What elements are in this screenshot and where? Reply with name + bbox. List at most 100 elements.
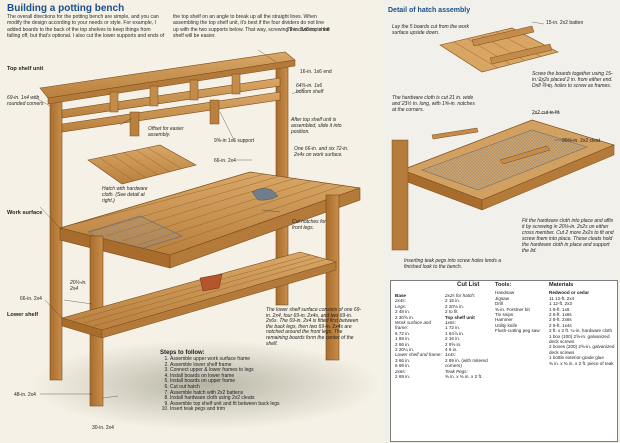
detail-cleat: 20⅛-in. 2x2 cleat [562,138,601,144]
cut-list-row: 2x4s: [395,298,406,304]
detail-cut-fit: 2x2 cut to fit. [532,110,561,116]
cut-list-row: 1x6s: [445,320,456,326]
cut-list-row: 2 20¼ in. [395,347,414,353]
tools-item: Handsaw [495,290,515,296]
materials-item: 11 12-ft. 2x4 [549,295,575,301]
detail-screw: Screw the boards together using 15-in. 2… [532,71,613,89]
materials-item: 1 box (100) 2⅝-in. galvanized deck screw… [549,333,610,345]
materials-item: 2 boxes (200) 2⅝-in. galvanized deck scr… [549,344,615,355]
cut-list-row: 1 69 in. [395,336,411,342]
step-item: Assemble upper work surface frame [170,356,310,363]
label-support: 9⅝-in 1x6 support [214,138,255,144]
materials-column: Materials Redwood or cedar 11 12-ft. 2x4… [549,282,615,366]
steps-list: Assemble upper work surface frame Assemb… [160,356,310,413]
cut-list-row: 2 20⅛ in. [445,303,464,309]
cut-list-row: ⅜ in. x ⅜ in. x 2 ft. [445,374,483,380]
label-work-surface: Work surface [7,210,43,216]
tools-item: Flush-cutting peg saw [495,328,540,334]
label-rounded-corners: 69-in. 1x4 with rounded corners [7,95,44,107]
detail-batten: 15-in. 2x2 batten [546,20,584,26]
materials-item: 1 12-ft. 2x3 [549,301,572,307]
step-item: Assemble top shelf unit and fit between … [170,401,310,408]
cut-list-row: 2 15 in. [445,298,461,304]
detail-fit: Fit the hardware cloth into place and af… [522,218,614,254]
cut-list-hatch-column: 2x2s for hatch:2 15 in.2 20⅛ in.2 to fit… [445,293,495,380]
cut-list-row: 6 69 in. [395,363,411,369]
materials-item: 2 6-ft. 1x4s [549,322,572,328]
materials-item: 2 ft. x 2 ft. ¼-in. hardware cloth [549,328,613,334]
cut-list-row: 1 64⅞ in. [445,330,464,336]
materials-title: Materials [549,282,574,288]
tools-item: Utility knife [495,322,518,328]
cut-list-row: Base [395,293,406,298]
label-offset: Offset for easier assembly. [148,126,184,138]
cut-list-row: 2x6s: [395,368,406,374]
label-leg-48: 48-in. 2x4 [14,392,36,398]
step-item: Install boards on upper frame [170,379,310,385]
detail-title: Detail of hatch assembly [388,7,471,14]
detail-cloth: The hardware cloth is cut 21 in. wide an… [392,95,475,113]
cut-list-row: 4 6 in. [445,347,458,353]
cut-list-row: 2 9⅝ in. [445,341,462,347]
intro-text: The overall directions for the potting b… [7,14,330,39]
label-lower-shelf: Lower shelf [7,312,39,318]
potting-bench-illustration [30,49,380,430]
materials-item: 2 6-ft. 1x6s [549,312,572,318]
detail-lay: Lay the 5 boards cut from the work surfa… [392,24,469,36]
label-lower-2x4: 20¼-in. 2x4 [70,280,87,292]
label-one-2x4: One 66-in. and six 72-in. 2x4s on work s… [294,146,349,158]
cut-list-row: 2 69 in. [395,374,411,380]
hatch-detail-illustration [391,21,616,251]
materials-subtitle: Redwood or cedar [549,290,590,296]
cut-list-row: 6 72 in. [395,330,411,336]
cut-list-row: 3 66 in. [395,357,411,363]
step-item: Assemble hatch with 2x2 battens [170,390,310,397]
materials-item: ⅜ in. x ⅜ in. x 2 ft. piece of teak [549,360,614,366]
tools-item: ⅜-in. Forstner bit [495,306,530,312]
cut-list-row: 1 72 in. [445,325,461,331]
label-end-1x6: 16-in. 1x6 end [300,69,332,75]
cut-list-title: Cut List [457,282,480,288]
label-hatch-2x4: 66-in. 2x4 [214,158,236,164]
steps-title: Steps to follow: [160,350,205,356]
cut-list-row: Teak Pegs: [445,368,468,374]
tools-item: Jigsaw [495,295,510,301]
cut-list-row: 2 to fit [445,309,458,315]
materials-item: 1 bottle exterior-grade glue [549,355,604,361]
cut-list-row: 1x4s: [445,352,456,358]
cut-list-row: Lower shelf and frame: [395,352,442,358]
label-top-shelf-unit: Top shelf unit [7,66,44,72]
label-after-top: After top shelf unit is assembled, slide… [291,117,342,135]
cut-list-row: 2 66 in. [395,341,411,347]
label-cut-notches: Cut notches for front legs. [292,219,326,231]
cut-list-row: 2 16 in. [445,336,461,342]
label-top-1x6: 72-in. 1x6 top shelf [287,27,330,33]
cut-list-row: 2 48 in. [395,309,411,315]
lower-shelf-note: The lower shelf surface consists of one … [266,307,362,347]
detail-pegs: Inserting teak pegs into screw holes len… [404,258,501,270]
tools-item: Hammer [495,317,513,323]
tools-title: Tools: [495,282,512,288]
label-hatch-cloth: Hatch with hardware cloth. (See detail a… [102,186,148,204]
step-item: Assemble lower shelf frame [170,362,310,369]
bench-illustration-panel: Building a potting bench The overall dir… [0,0,382,443]
cut-list-row: 2 30⅝ in. [395,314,414,320]
label-lower-66: 66-in. 2x4 [20,296,42,302]
steps-box: Steps to follow: Assemble upper work sur… [160,350,310,413]
tools-item: Tin snips [495,312,514,318]
cut-list-row: Work surface and frame: [395,320,431,331]
materials-item: 1 8-ft. 1x6 [549,306,570,312]
tools-item: Drill [495,301,503,307]
step-item: Install hardware cloth using 2x2 cleats [170,396,310,402]
cut-list-row: Top shelf unit [445,314,475,320]
materials-item: 2 8-ft. 2x6s [549,317,572,323]
label-bottom-shelf: 64⅞-in. 1x6 bottom shelf [296,83,324,95]
cut-list-row: Legs: [395,303,407,309]
step-item: Insert teak pegs and trim [170,407,310,413]
label-leg-30: 30-in. 2x4 [92,425,114,431]
